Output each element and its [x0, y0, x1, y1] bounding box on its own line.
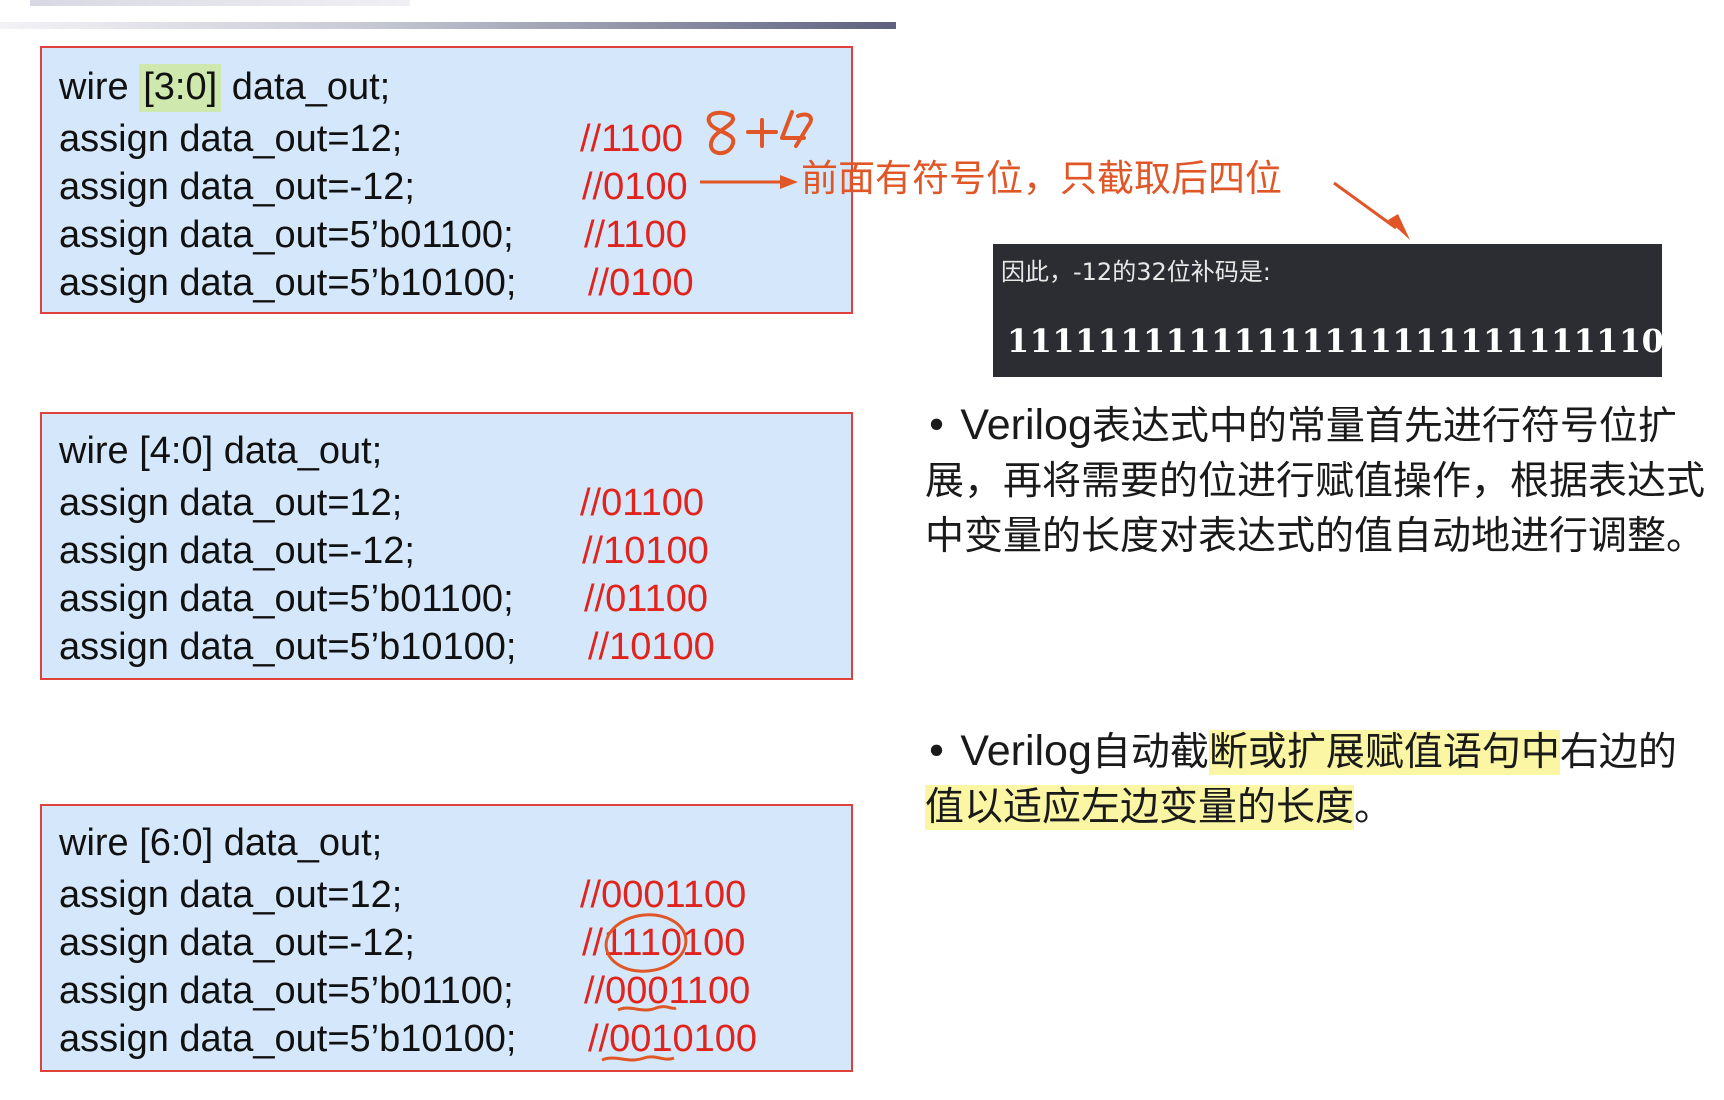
- bullet-dot: •: [925, 404, 961, 449]
- comment-value: //10100: [588, 626, 715, 668]
- complement-bits: 11111111111111111111111111110100: [1007, 322, 1724, 360]
- comment-value: //1100: [580, 118, 683, 160]
- comment-value: //1100: [584, 214, 687, 256]
- bullet-lead: Verilog: [960, 727, 1092, 775]
- code-box-7bit: wire [6:0] data_out; assign data_out=12;…: [40, 804, 853, 1072]
- wire-declaration: wire [3:0] data_out;: [59, 64, 390, 112]
- code-box-4bit: wire [3:0] data_out; assign data_out=12;…: [40, 46, 853, 314]
- assign-line: assign data_out=5’b01100;: [59, 214, 514, 256]
- bullet-dot: •: [925, 730, 961, 775]
- comment-value: //0100: [582, 166, 688, 208]
- assign-line: assign data_out=12;: [59, 482, 403, 524]
- comment-value: //0001100: [580, 874, 747, 916]
- bullet-text: 。: [1354, 785, 1394, 830]
- highlighted-text: 值以适应左边变量的长度: [925, 785, 1355, 830]
- wire-declaration: wire [6:0] data_out;: [59, 822, 383, 864]
- bullet-truncation: • Verilog自动截断或扩展赋值语句中右边的值以适应左边变量的长度。: [925, 724, 1705, 835]
- assign-line: assign data_out=5’b10100;: [59, 626, 517, 668]
- assign-line: assign data_out=12;: [59, 874, 403, 916]
- comment-value: //0001100: [584, 970, 751, 1012]
- wire-declaration: wire [4:0] data_out;: [59, 430, 383, 472]
- complement-title: 因此，-12的32位补码是:: [1001, 258, 1271, 286]
- comment-value: //10100: [582, 530, 709, 572]
- assign-line: assign data_out=5’b01100;: [59, 578, 514, 620]
- assign-line: assign data_out=5’b01100;: [59, 970, 514, 1012]
- assign-line: assign data_out=5’b10100;: [59, 262, 517, 304]
- header-logo-remnant: [30, 0, 410, 6]
- highlighted-text: 断或扩展赋值语句中: [1208, 730, 1560, 775]
- complement-panel: 因此，-12的32位补码是: 1111111111111111111111111…: [993, 244, 1724, 377]
- arrow-to-complement: [1333, 181, 1410, 240]
- bullet-text: 表达式中的常量首先进行符号位扩展，再将需要的位进行赋值操作，根据表达式中变量的长…: [925, 404, 1706, 559]
- assign-line: assign data_out=-12;: [59, 530, 415, 572]
- truncation-note: 前面有符号位，只截取后四位: [801, 157, 1282, 200]
- assign-line: assign data_out=12;: [59, 118, 403, 160]
- assign-line: assign data_out=-12;: [59, 922, 415, 964]
- bullet-text: 右边的: [1559, 730, 1677, 775]
- bullet-sign-extension: • Verilog表达式中的常量首先进行符号位扩展，再将需要的位进行赋值操作，根…: [925, 398, 1705, 564]
- code-box-5bit: wire [4:0] data_out; assign data_out=12;…: [40, 412, 853, 680]
- comment-value: //01100: [584, 578, 708, 620]
- assign-line: assign data_out=-12;: [59, 166, 415, 208]
- bullet-text: 自动截: [1091, 730, 1209, 775]
- header-decoration-bar: [0, 22, 896, 29]
- bullet-lead: Verilog: [960, 401, 1092, 449]
- comment-value: //1110100: [582, 922, 746, 964]
- comment-value: //01100: [580, 482, 704, 524]
- comment-value: //0100: [588, 262, 694, 304]
- bit-range-highlight: [3:0]: [139, 64, 222, 112]
- comment-value: //0010100: [588, 1018, 758, 1060]
- assign-line: assign data_out=5’b10100;: [59, 1018, 517, 1060]
